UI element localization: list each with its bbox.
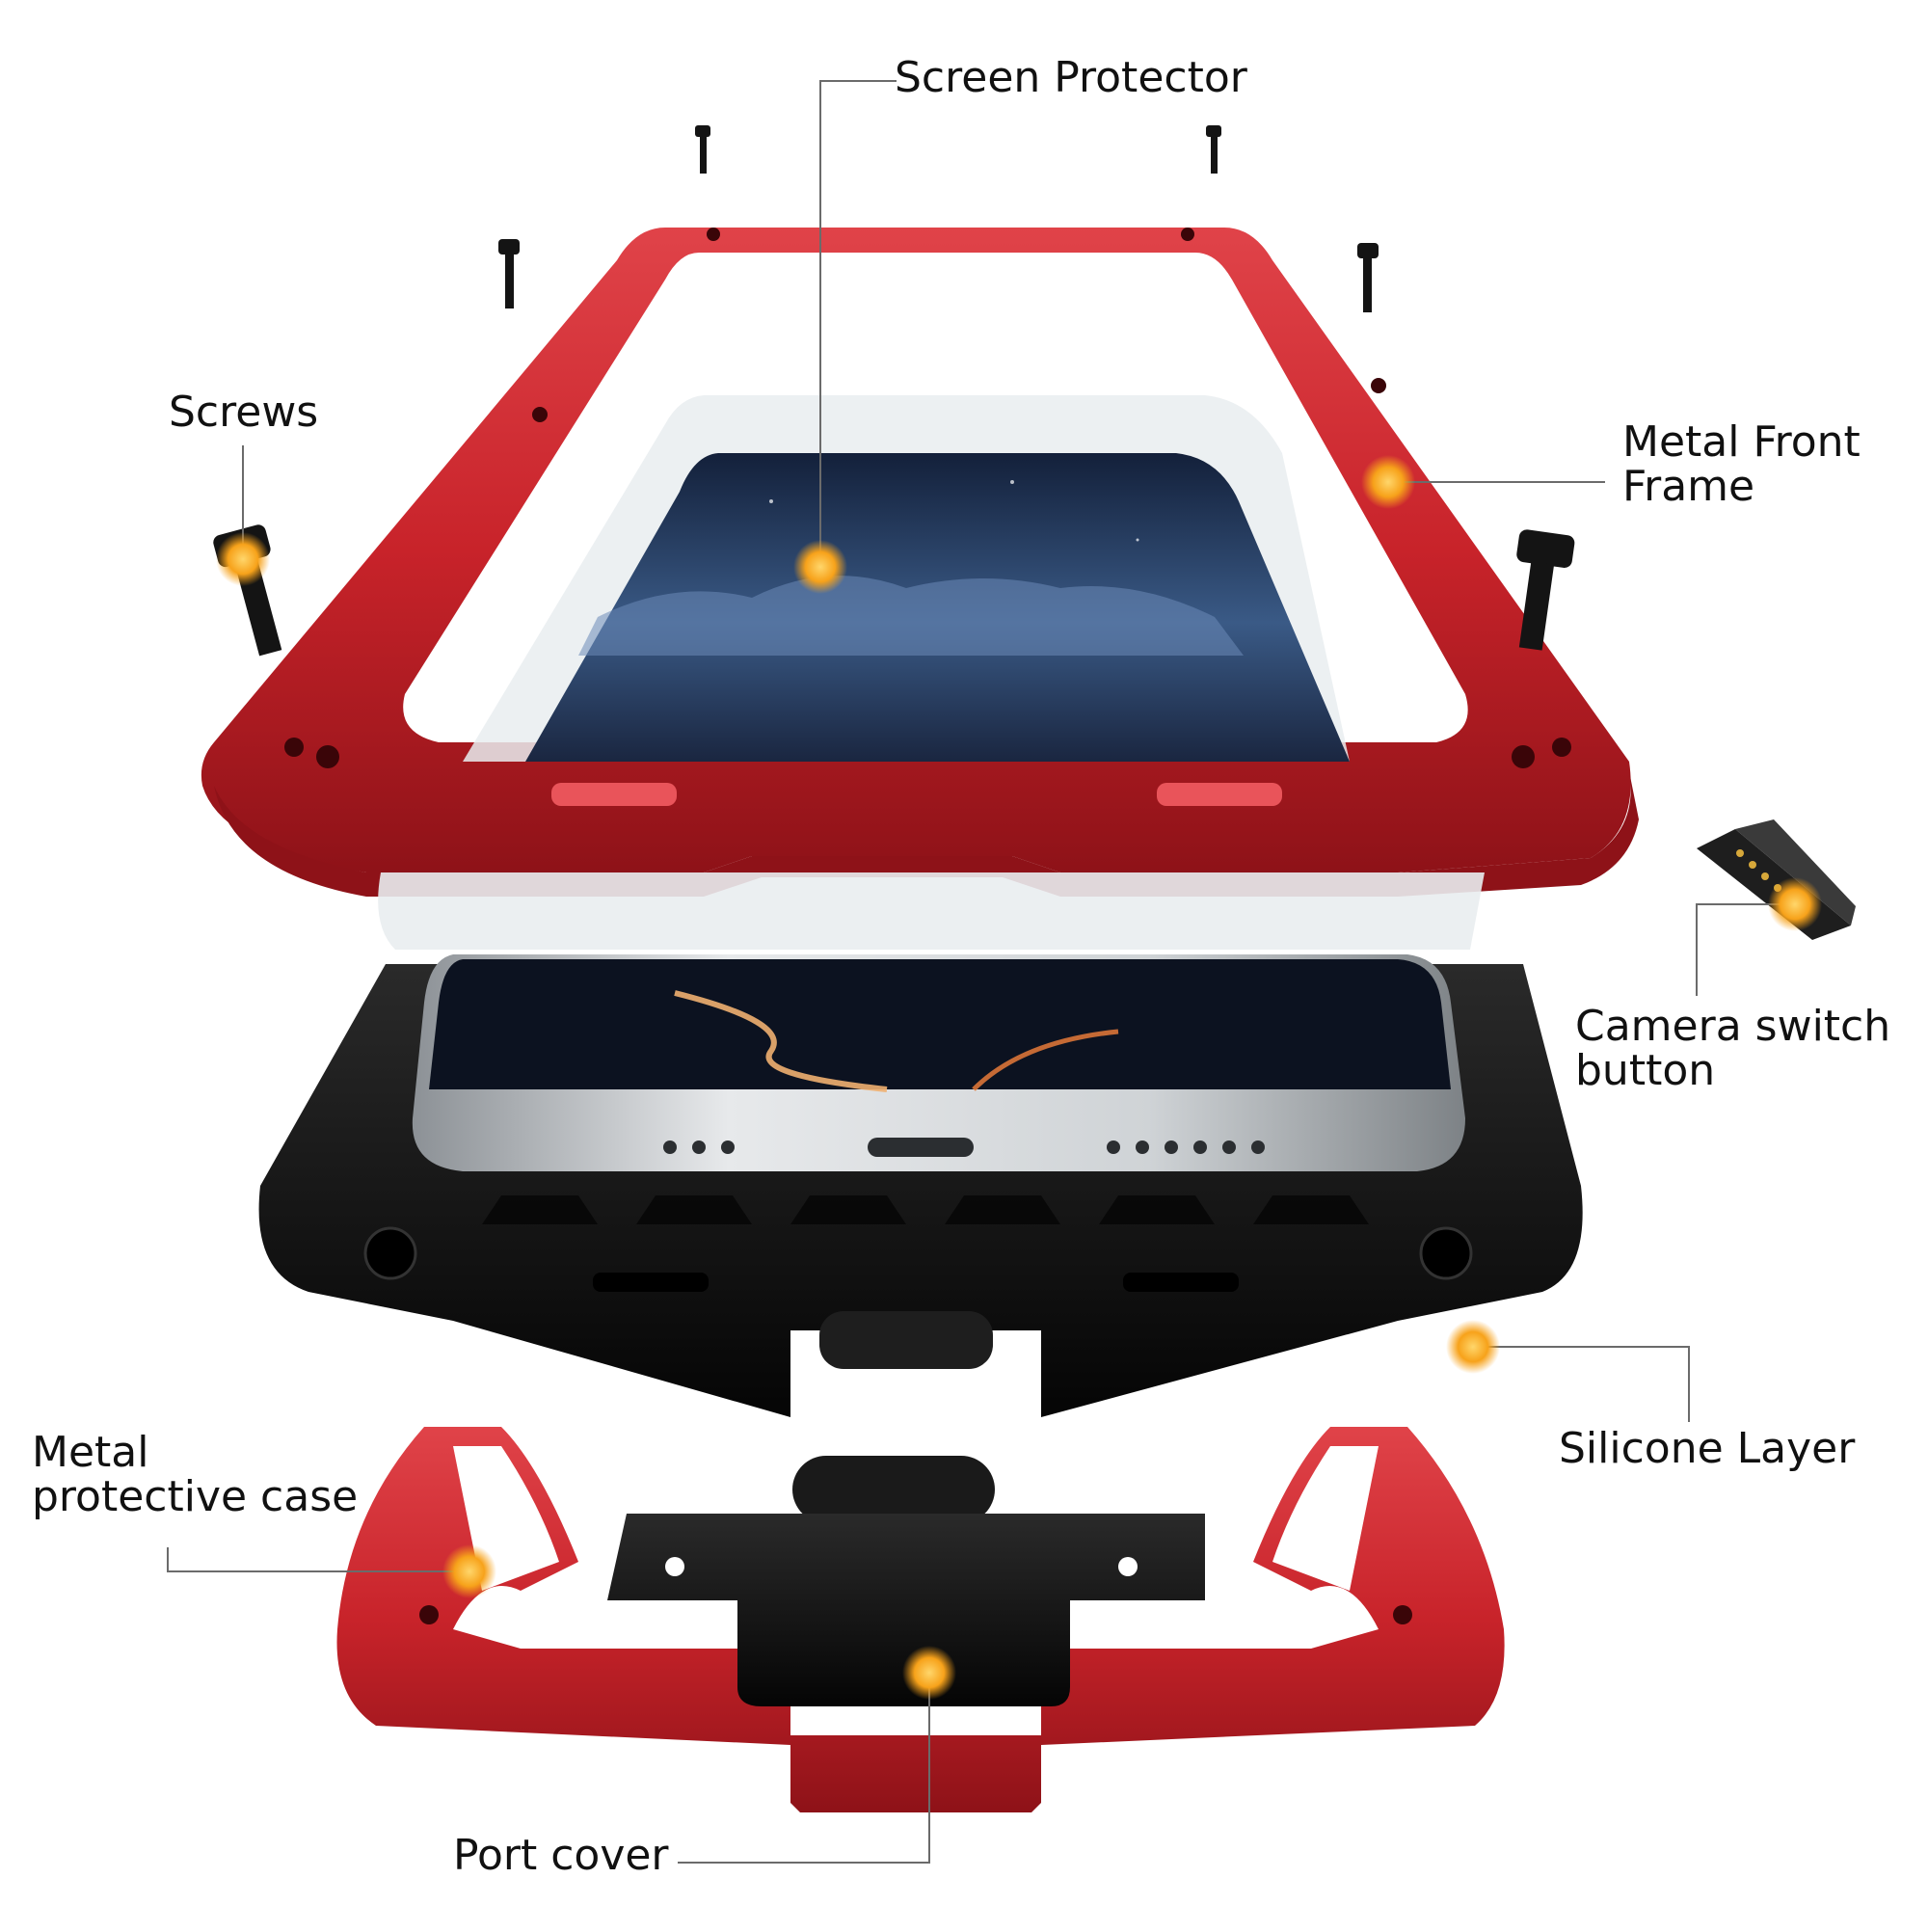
orange-dot-icon (216, 532, 270, 586)
label-port-cover: Port cover (453, 1831, 669, 1880)
label-screws: Screws (169, 388, 319, 437)
orange-dot-icon (1361, 455, 1415, 509)
orange-dot-icon (1446, 1320, 1500, 1374)
label-metal-protective-case: Metal protective case (32, 1428, 359, 1522)
phone (412, 954, 1465, 1171)
screw-icon (498, 239, 520, 309)
orange-dot-icon (793, 540, 847, 594)
frame-volume-button-right (1157, 783, 1282, 806)
label-silicone-layer: Silicone Layer (1559, 1424, 1856, 1473)
leader-line-silicone-layer (1475, 1346, 1690, 1422)
label-camera-switch-button: Camera switch button (1575, 1002, 1891, 1096)
leader-line-screen-protector (819, 80, 897, 567)
glass-layer (378, 872, 1486, 950)
phone-speaker-holes (663, 1140, 1265, 1154)
screw-icon (695, 125, 710, 174)
phone-charging-port (868, 1138, 974, 1157)
screw-icon (1206, 125, 1221, 174)
orange-dot-icon (902, 1646, 956, 1700)
screw-icon (1357, 243, 1379, 312)
orange-dot-icon (1768, 877, 1822, 931)
leader-lines (167, 80, 1793, 1864)
leader-line-camera-switch (1696, 903, 1793, 996)
leader-line-port-cover (678, 1676, 930, 1864)
screen-protector (463, 395, 1350, 762)
port-cover (607, 1456, 1205, 1706)
label-metal-front-frame: Metal Front Frame (1622, 417, 1861, 512)
orange-dot-icon (442, 1544, 496, 1598)
screw-icon (1516, 529, 1575, 651)
frame-volume-button-left (551, 783, 677, 806)
markers (216, 455, 1822, 1700)
leader-line-metal-protective-case (167, 1547, 468, 1572)
label-screen-protector: Screen Protector (895, 53, 1247, 102)
